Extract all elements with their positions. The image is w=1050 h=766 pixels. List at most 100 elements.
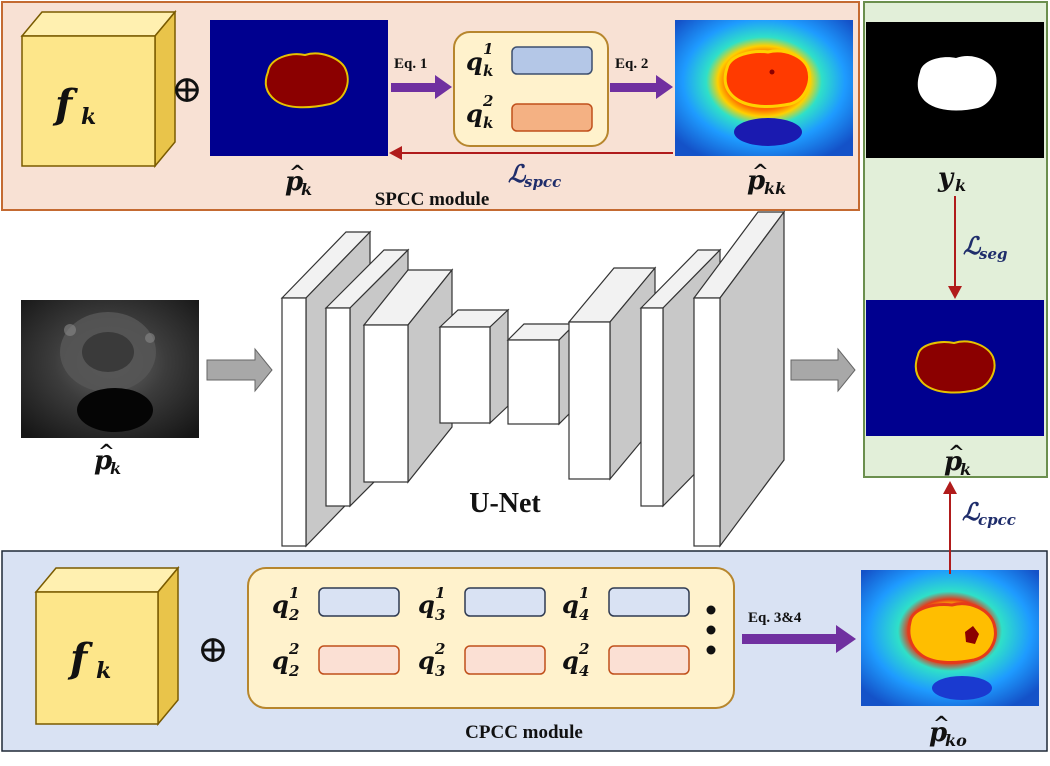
- seg-loss-sub: seg: [979, 245, 1007, 263]
- cpcc-heatmap-label: ^ p ko: [929, 711, 967, 750]
- cpcc-proto-q21: q 1 2: [272, 584, 400, 624]
- cpcc-loss-arrow: [943, 481, 957, 574]
- proto-sup: 2: [434, 640, 445, 658]
- spcc-feature-sub: k: [81, 104, 96, 130]
- cpcc-prototype-box: q 1 2 q 1 3 q 1 4 q 2 2: [247, 567, 735, 709]
- predicted-mask-var: p: [944, 447, 962, 477]
- cpcc-heatmap-sub: ko: [945, 731, 967, 750]
- proto-sup: 2: [578, 640, 589, 658]
- proto-var: q: [418, 646, 435, 675]
- spcc-input-label: ^ p k: [285, 160, 312, 199]
- eq2-arrow: [610, 75, 673, 99]
- hat-mark: ^: [933, 711, 950, 735]
- proto-var: q: [562, 646, 579, 675]
- unet-encoder-layer-3: [362, 268, 454, 484]
- spcc-module: f k ⊕ ^ p k Eq. 1 q 1 k q 2 k: [1, 1, 860, 211]
- cpcc-feature-sub: k: [96, 658, 111, 684]
- spcc-heatmap: [675, 20, 853, 156]
- mri-input-var: p: [94, 446, 112, 476]
- spcc-loss-var: ℒ: [508, 159, 527, 188]
- unet-decoder-layer-1: [506, 322, 577, 426]
- proto-sup: 2: [288, 640, 299, 658]
- spcc-q1-var: q: [466, 47, 483, 76]
- spcc-heatmap-label: ^ p kk: [747, 159, 786, 198]
- spcc-oplus-icon: ⊕: [171, 67, 203, 111]
- spcc-feature-cube: f k: [20, 9, 177, 169]
- unet-encoder-layer-4: [438, 308, 510, 425]
- seg-loss-arrow: [948, 196, 962, 299]
- seg-loss-label: ℒ seg: [963, 231, 1007, 263]
- proto-sub: 4: [579, 662, 589, 680]
- spcc-input-map: [210, 20, 388, 156]
- cpcc-loss-label: ℒ cpcc: [962, 497, 1016, 529]
- ground-truth-mask: [866, 22, 1044, 158]
- spcc-loss-label: ℒ spcc: [508, 159, 561, 191]
- cpcc-loss-var: ℒ: [962, 497, 981, 526]
- spcc-loss-arrow: [389, 146, 673, 160]
- cpcc-proto-q32: q 2 3: [418, 640, 546, 680]
- spcc-q1-sup: 1: [483, 40, 493, 58]
- ground-truth-sub: k: [955, 176, 966, 195]
- proto-sub: 4: [579, 606, 589, 624]
- ground-truth-var: y: [937, 163, 955, 193]
- mri-input-sub: k: [110, 459, 121, 478]
- predicted-mask-label: ^ p k: [944, 440, 971, 479]
- mri-input-image: [21, 300, 199, 438]
- cpcc-heatmap-var: p: [929, 718, 947, 748]
- proto-sup: 1: [289, 584, 299, 602]
- unet-block: ^ p k: [21, 210, 856, 548]
- cpcc-module-title: CPCC module: [465, 722, 583, 743]
- cpcc-feature-cube: f k: [34, 565, 180, 727]
- eq34-label: Eq. 3&4: [748, 610, 802, 626]
- cpcc-proto-q41: q 1 4: [562, 584, 690, 624]
- spcc-q2-var: q: [466, 99, 483, 128]
- proto-var: q: [418, 590, 435, 619]
- spcc-input-sub: k: [301, 180, 312, 199]
- eq34-arrow: [742, 625, 856, 653]
- cpcc-proto-q42: q 2 4: [562, 640, 690, 680]
- proto-sup: 1: [435, 584, 445, 602]
- spcc-q2-sup: 2: [482, 92, 493, 110]
- hat-mark: ^: [752, 159, 769, 183]
- unet-decoder-layer-4: [692, 210, 786, 548]
- unet-title: U-Net: [469, 488, 541, 519]
- output-panel: y k ℒ seg ^ p k: [863, 1, 1048, 479]
- proto-sub: 3: [435, 606, 445, 624]
- hat-mark: ^: [948, 440, 965, 464]
- cpcc-module: f k ⊕ q 1 2 q 1 3 q 1 4: [1, 550, 1048, 752]
- spcc-prototype-1: [511, 46, 593, 75]
- unet-to-output-arrow: [790, 347, 856, 393]
- proto-sub: 2: [288, 606, 299, 624]
- ground-truth-label: y k: [937, 163, 966, 195]
- proto-sub: 2: [288, 662, 299, 680]
- proto-var: q: [562, 590, 579, 619]
- proto-var: q: [272, 646, 289, 675]
- predicted-mask-sub: k: [960, 460, 971, 479]
- ellipsis-icon: [706, 605, 716, 655]
- hat-mark: ^: [289, 160, 306, 184]
- cpcc-proto-q31: q 1 3: [418, 584, 546, 624]
- eq1-arrow: [391, 75, 452, 99]
- proto-sub: 3: [435, 662, 445, 680]
- cpcc-loss-sub: cpcc: [978, 511, 1016, 529]
- predicted-mask: [866, 300, 1044, 436]
- proto-sup: 1: [579, 584, 589, 602]
- spcc-prototype-2: [511, 103, 593, 132]
- eq2-label: Eq. 2: [615, 56, 648, 72]
- proto-var: q: [272, 590, 289, 619]
- hat-mark: ^: [98, 439, 115, 463]
- spcc-heatmap-var: p: [747, 166, 765, 196]
- spcc-prototype-box: q 1 k q 2 k: [453, 31, 609, 147]
- spcc-module-title: SPCC module: [375, 189, 490, 210]
- spcc-heatmap-sub: kk: [764, 179, 786, 198]
- spcc-loss-sub: spcc: [524, 173, 561, 191]
- cpcc-proto-q22: q 2 2: [272, 640, 400, 680]
- spcc-q1-sub: k: [483, 62, 493, 80]
- eq1-label: Eq. 1: [394, 56, 427, 72]
- seg-loss-var: ℒ: [963, 231, 982, 260]
- cpcc-heatmap: [861, 570, 1039, 706]
- spcc-input-var: p: [285, 167, 303, 197]
- spcc-q2-sub: k: [483, 114, 493, 132]
- cpcc-oplus-icon: ⊕: [197, 627, 229, 671]
